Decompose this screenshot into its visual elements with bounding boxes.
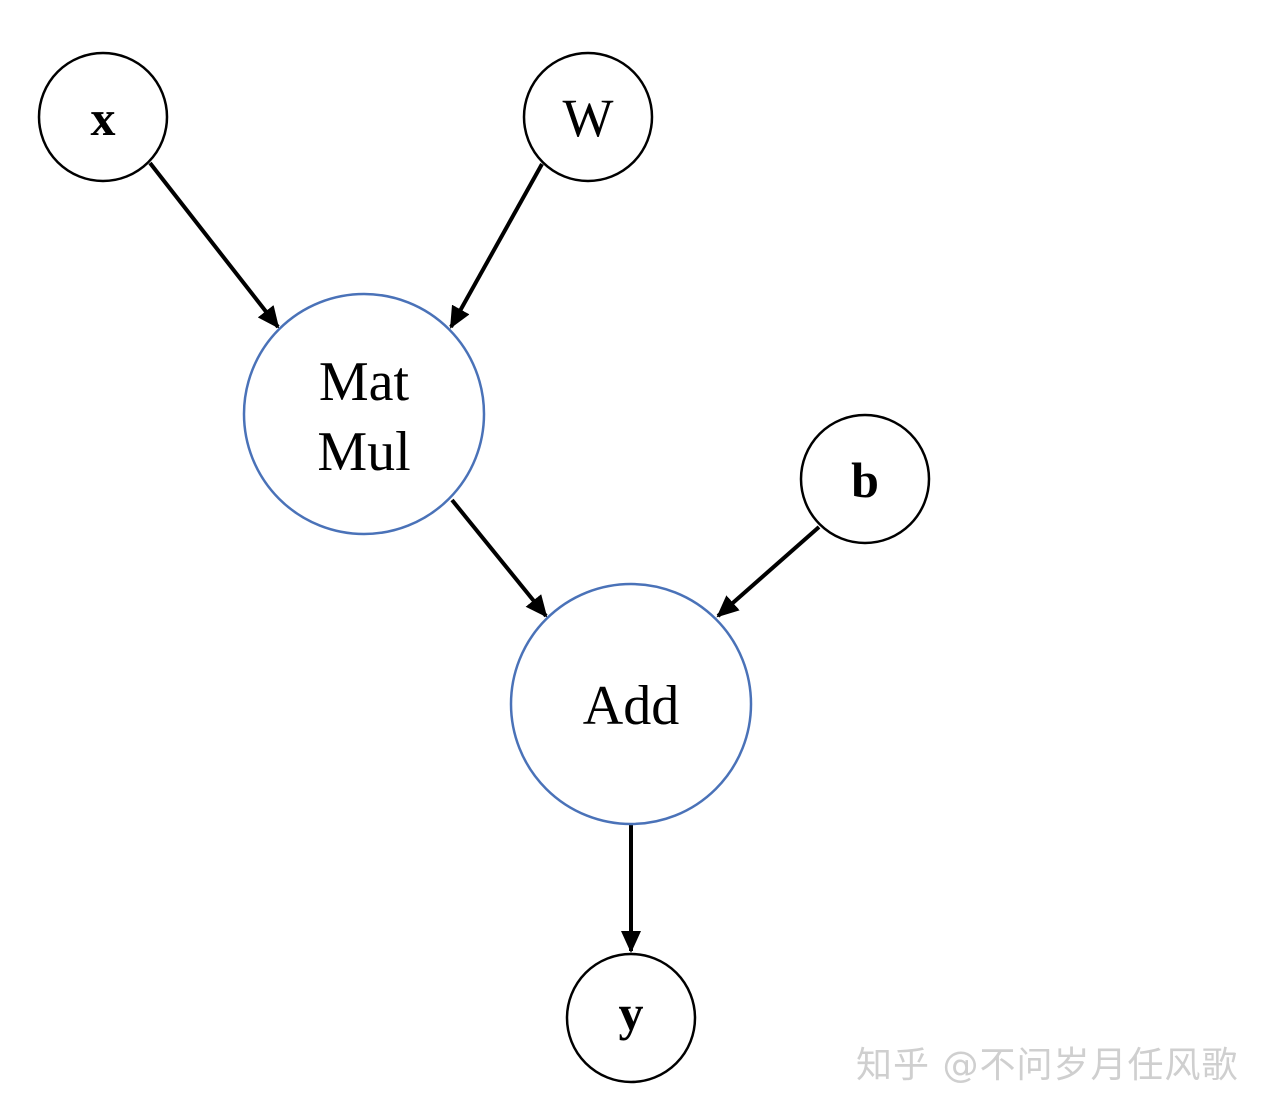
node-matmul: Mat Mul (242, 292, 486, 536)
edge-x-to-matmul (148, 161, 280, 329)
node-b-circle (799, 413, 931, 545)
node-y-circle (565, 952, 697, 1084)
node-w: W (522, 51, 654, 183)
node-add-label: Add (583, 675, 679, 737)
node-b: b (799, 413, 931, 545)
node-y: y (565, 952, 697, 1084)
node-matmul-circle (242, 292, 486, 536)
edge-w-to-matmul (449, 163, 544, 329)
node-add: Add (509, 582, 753, 826)
edge-b-to-add (716, 525, 821, 618)
node-w-label: W (563, 88, 614, 148)
node-x-label: x (91, 90, 116, 146)
edge-matmul-to-add (450, 498, 548, 618)
edges (148, 161, 821, 953)
node-y-label: y (619, 985, 644, 1041)
node-x: x (37, 51, 169, 183)
node-b-label: b (851, 452, 879, 508)
node-x-circle (37, 51, 169, 183)
node-w-circle (522, 51, 654, 183)
watermark-text: 知乎 @不问岁月任风歌 (856, 1045, 1239, 1086)
node-matmul-label-line2: Mul (317, 421, 410, 483)
node-matmul-label-line1: Mat (319, 351, 410, 413)
node-add-circle (509, 582, 753, 826)
